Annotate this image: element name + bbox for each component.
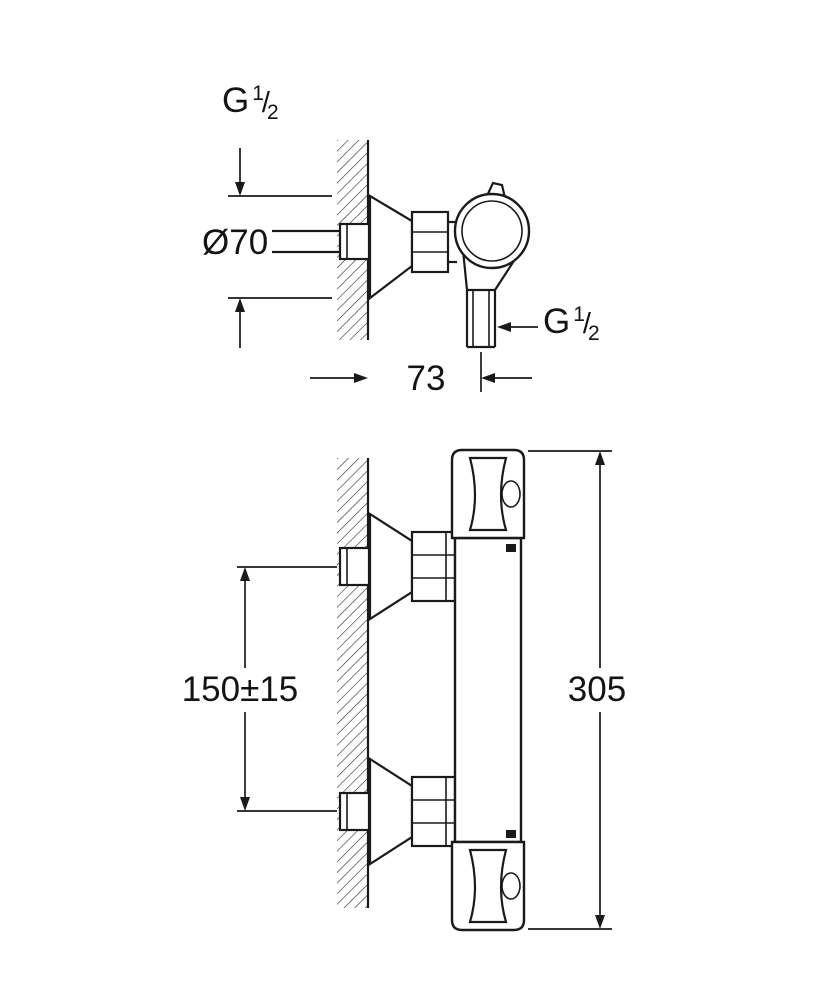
handle-knob-inner-circle [461, 200, 523, 262]
front-view: 150±15 305 [182, 448, 626, 932]
connection-spacing-label: 150±15 [182, 670, 299, 709]
escutcheon-upper [368, 511, 414, 622]
top-handle [450, 448, 526, 540]
bottom-handle-knob-detail [501, 872, 521, 900]
top-handle-knob-detail [501, 480, 521, 508]
body-detail-mark-top [506, 544, 516, 552]
wall-hatch-front [337, 458, 368, 908]
mixer-handle-side [453, 181, 531, 349]
union-nut-side [410, 210, 450, 274]
escutcheon-lower [368, 756, 414, 867]
lower-connection [338, 756, 457, 867]
bottom-handle [450, 840, 526, 932]
wall-to-outlet-label: 73 [407, 359, 446, 398]
escutcheon-side [368, 194, 414, 301]
dim-connection-spacing: 150±15 [182, 566, 337, 812]
supply-square-upper [338, 546, 371, 587]
supply-fitting-side [272, 222, 371, 261]
body-detail-mark-bottom [506, 830, 516, 838]
handle-knob-circle [453, 192, 531, 270]
mixer-body-front [450, 448, 526, 932]
diameter-label: Ø70 [202, 223, 268, 262]
dim-wall-to-outlet: 73 [310, 352, 532, 398]
union-nut-body-side [410, 210, 450, 274]
body-tube [453, 536, 523, 844]
wall-section-front [337, 458, 370, 908]
overall-height-label: 305 [568, 670, 626, 709]
upper-connection [338, 511, 457, 622]
dim-overall-height: 305 [528, 450, 626, 930]
union-nut-upper [410, 530, 457, 603]
bottom-handle-grip [468, 848, 508, 924]
supply-square-lower [338, 791, 371, 832]
union-nut-lower [410, 775, 457, 848]
supply-square-side [338, 222, 371, 261]
top-handle-grip [468, 456, 508, 532]
outlet-pipe [465, 290, 497, 349]
dim-escutcheon-diameter: Ø70 [202, 223, 332, 348]
